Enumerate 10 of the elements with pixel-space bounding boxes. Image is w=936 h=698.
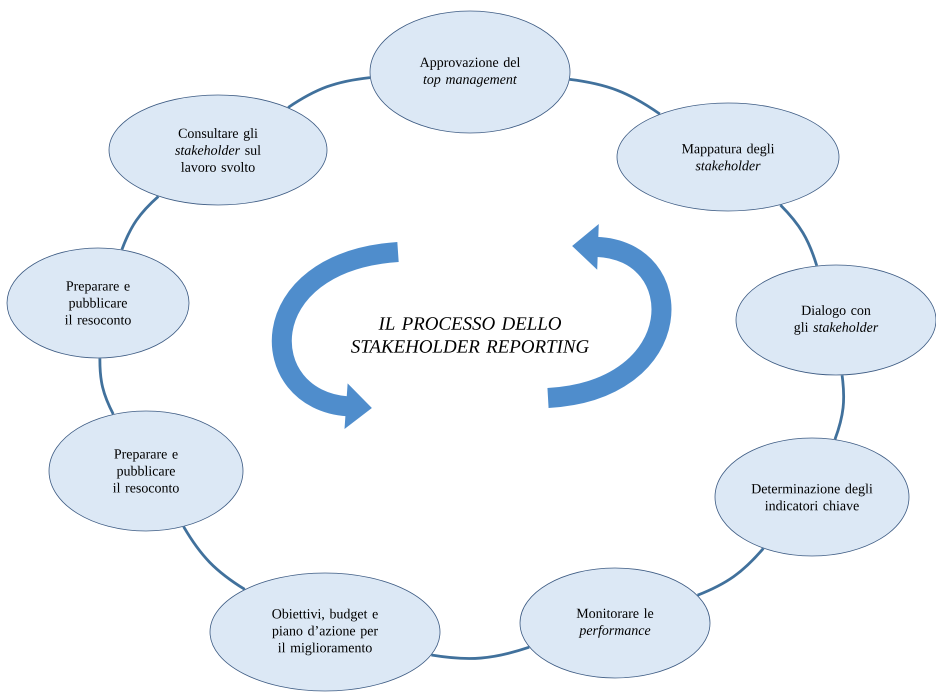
ring-line	[431, 646, 530, 660]
ring-line	[287, 76, 370, 109]
ring-line	[697, 548, 764, 597]
ring-line	[182, 526, 246, 591]
ring-line	[779, 204, 818, 266]
ring-line	[120, 195, 160, 250]
ring-line	[98, 358, 114, 415]
diagram-title: IL PROCESSO DELLO STAKEHOLDER REPORTING	[351, 317, 589, 353]
ring-line	[569, 78, 661, 116]
ring-line	[834, 375, 846, 440]
